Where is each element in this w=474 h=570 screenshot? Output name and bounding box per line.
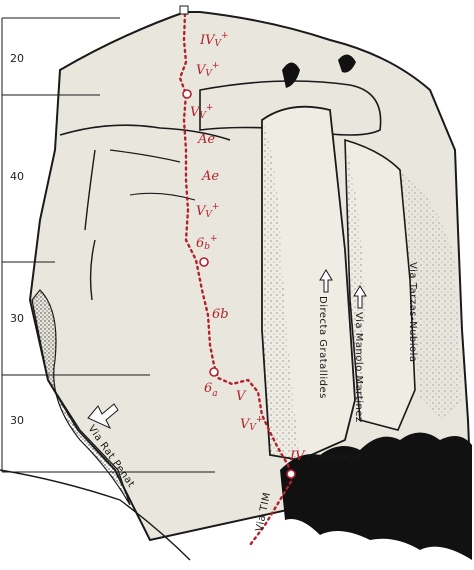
route-tarzas: Via Tarzas-Nubiola bbox=[407, 262, 418, 363]
scale-label-3: 30 bbox=[10, 312, 24, 325]
grade-5: Ae bbox=[201, 169, 219, 184]
belay-station-2 bbox=[200, 258, 208, 266]
scale-label-2: 40 bbox=[10, 170, 24, 183]
scale-label-1: 20 bbox=[10, 52, 24, 65]
grade-4: Ae bbox=[197, 132, 215, 147]
label-directa: Directa Gratallides bbox=[317, 296, 328, 399]
grade-10: V bbox=[236, 389, 247, 404]
summit-marker bbox=[180, 6, 188, 14]
grade-8: 6b bbox=[212, 307, 229, 322]
belay-station-4 bbox=[287, 470, 295, 478]
scale-label-4: 30 bbox=[10, 414, 24, 427]
belay-station-3 bbox=[210, 368, 218, 376]
label-manolo: Via Manolo Martinez bbox=[353, 312, 364, 423]
label-tarzas: Via Tarzas-Nubiola bbox=[407, 262, 418, 363]
belay-station-1 bbox=[183, 90, 191, 98]
